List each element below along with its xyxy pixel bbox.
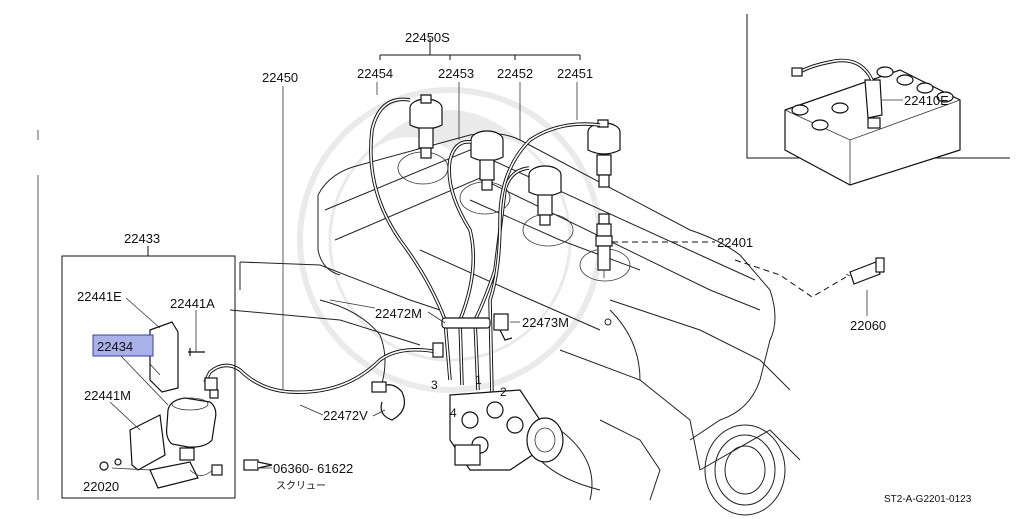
label-22452[interactable]: 22452 — [497, 66, 533, 81]
cylinder-number: 1 — [475, 373, 482, 387]
label-22451[interactable]: 22451 — [557, 66, 593, 81]
ignition-wires — [203, 97, 601, 396]
sensor-22060 — [845, 257, 885, 285]
leader-lines — [109, 38, 903, 471]
spark-plug-caps — [397, 94, 631, 282]
label-22472V[interactable]: 22472V — [323, 408, 368, 423]
watermark-seal — [297, 87, 603, 393]
label-22453[interactable]: 22453 — [438, 66, 474, 81]
label-22441A[interactable]: 22441A — [170, 296, 215, 311]
label-22472M[interactable]: 22472M — [375, 306, 422, 321]
coil-assembly-box — [61, 246, 236, 499]
label-22441M[interactable]: 22441M — [84, 388, 131, 403]
wire-holders — [371, 313, 513, 421]
label-22454[interactable]: 22454 — [357, 66, 393, 81]
cylinder-number: 2 — [500, 385, 507, 399]
label-22434[interactable]: 22434 — [97, 339, 133, 354]
label-22441E[interactable]: 22441E — [77, 289, 122, 304]
label-22020[interactable]: 22020 — [83, 479, 119, 494]
cylinder-number: 4 — [450, 406, 457, 420]
diagram-code: ST2-A-G2201-0123 — [884, 494, 972, 505]
engine-block — [229, 132, 801, 516]
label-22450S[interactable]: 22450S — [405, 30, 450, 45]
battery-inset — [746, 14, 1010, 186]
ignition-coil — [99, 321, 223, 489]
label-22433[interactable]: 22433 — [124, 231, 160, 246]
highlight-22434[interactable] — [92, 334, 154, 357]
part-labels: 22450S 22450 22454 22453 22452 22451 224… — [77, 30, 972, 505]
distributor — [449, 389, 564, 471]
cylinder-number: 3 — [431, 378, 438, 392]
label-22410E[interactable]: 22410E — [904, 93, 949, 108]
label-22401[interactable]: 22401 — [717, 235, 753, 250]
label-22473M[interactable]: 22473M — [522, 315, 569, 330]
label-22060[interactable]: 22060 — [850, 318, 886, 333]
label-screw-06360[interactable]: 06360- 61622 — [273, 461, 353, 476]
screw-06360 — [243, 459, 273, 471]
label-22450[interactable]: 22450 — [262, 70, 298, 85]
screw-caption: スクリュー — [276, 480, 326, 492]
